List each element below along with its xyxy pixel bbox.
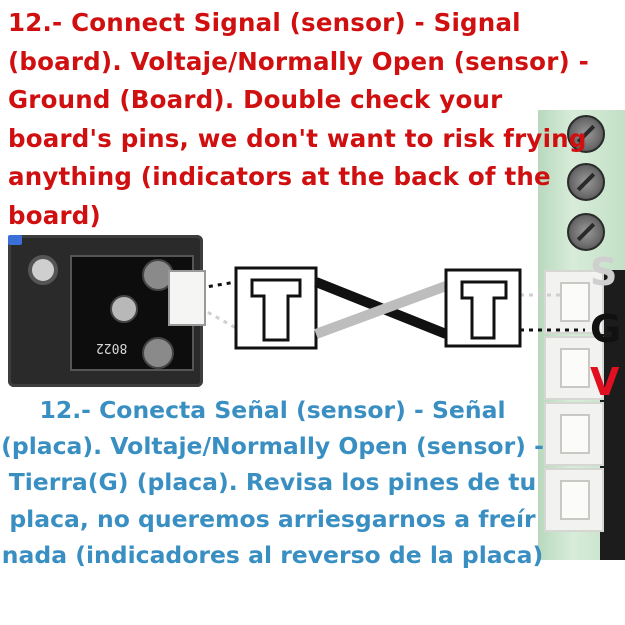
sensor-mount-hole: [28, 255, 58, 285]
terminal-screw: [567, 115, 605, 153]
sensor-screw: [142, 337, 174, 369]
board-pin-header: [544, 402, 604, 466]
pin-label-voltage: V: [590, 360, 620, 404]
instruction-english: 12.- Connect Signal (sensor) - Signal (b…: [8, 8, 589, 230]
pin-label-signal: S: [590, 250, 618, 294]
jst-connector-left: [234, 266, 318, 350]
terminal-screw: [567, 163, 605, 201]
terminal-screw: [567, 213, 605, 251]
gray-wire: [314, 281, 448, 339]
sensor-blue-tab: [8, 235, 22, 245]
sensor-connector: [168, 270, 206, 326]
board-pin-header: [544, 270, 604, 334]
ground-leader-sensor: [199, 306, 237, 330]
signal-leader-sensor: [199, 280, 237, 290]
pin-label-ground: G: [590, 307, 622, 351]
board-chip-area: [600, 270, 625, 560]
instruction-spanish: 12.- Conecta Señal (sensor) - Señal (pla…: [1, 396, 544, 569]
jst-connector-right: [444, 268, 522, 348]
board-pin-header: [544, 336, 604, 400]
switch-button: [110, 295, 138, 323]
board-pin-header: [544, 468, 604, 532]
